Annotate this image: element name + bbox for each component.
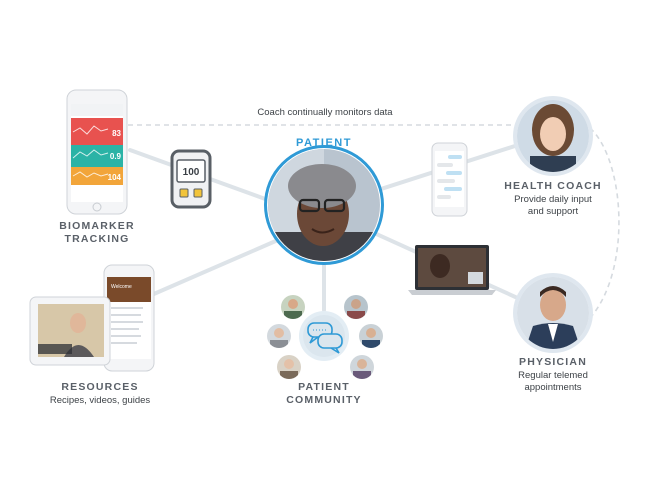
community-title-line2: COMMUNITY bbox=[286, 394, 362, 406]
resources-devices: Welcome bbox=[29, 264, 155, 372]
physician-photo bbox=[513, 273, 593, 353]
health-coach-sub-line2: and support bbox=[527, 206, 579, 217]
biomarker-value-3: 104 bbox=[108, 173, 122, 182]
physician-title: PHYSICIAN bbox=[519, 356, 587, 368]
avatar bbox=[350, 355, 374, 379]
community-avatars bbox=[267, 295, 383, 379]
avatar bbox=[277, 355, 301, 379]
resources-title: RESOURCES bbox=[61, 381, 139, 393]
avatar bbox=[281, 295, 305, 319]
physician-sub-line1: Regular telemed bbox=[518, 370, 588, 381]
meter-reading: 100 bbox=[183, 167, 200, 178]
chat-phone bbox=[431, 142, 468, 217]
glucose-meter-icon: 100 bbox=[170, 149, 212, 209]
health-coach-sub-line1: Provide daily input bbox=[514, 194, 592, 205]
telemed-laptop bbox=[408, 245, 496, 295]
physician-sub-line2: appointments bbox=[524, 382, 582, 393]
community-title-line1: PATIENT bbox=[298, 381, 350, 393]
physician-subtitle: Regular telemed appointments bbox=[498, 370, 608, 394]
community-chat-icon bbox=[299, 311, 349, 361]
patient-photo bbox=[264, 145, 384, 265]
biomarker-phone: 83 0.9 104 bbox=[66, 89, 128, 215]
community-title: PATIENT COMMUNITY bbox=[274, 381, 374, 407]
biomarker-value-2: 0.9 bbox=[110, 152, 122, 161]
biomarker-title-line2: TRACKING bbox=[64, 233, 130, 245]
biomarker-title: BIOMARKER TRACKING bbox=[45, 220, 149, 246]
avatar bbox=[344, 295, 368, 319]
monitor-label: Coach continually monitors data bbox=[257, 107, 393, 118]
health-coach-title: HEALTH COACH bbox=[504, 180, 602, 192]
biomarker-value-1: 83 bbox=[112, 129, 121, 138]
monitoring-dashed-path bbox=[128, 124, 620, 319]
avatar bbox=[359, 324, 383, 348]
resources-phone-header: Welcome bbox=[111, 284, 132, 290]
health-coach-subtitle: Provide daily input and support bbox=[498, 194, 608, 218]
health-coach-photo bbox=[513, 96, 593, 176]
avatar bbox=[267, 324, 291, 348]
biomarker-title-line1: BIOMARKER bbox=[59, 220, 135, 232]
patient-title: PATIENT bbox=[296, 137, 352, 149]
resources-subtitle: Recipes, videos, guides bbox=[49, 395, 151, 406]
